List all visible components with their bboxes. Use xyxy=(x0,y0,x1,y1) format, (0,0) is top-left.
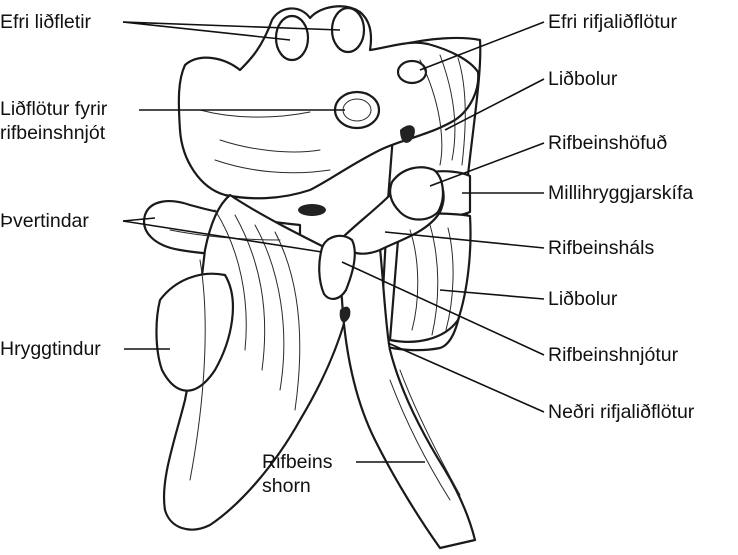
label-rifbeinshofud: Rifbeinshöfuð xyxy=(548,132,668,154)
label-rifbeinshnjotur: Rifbeinshnjótur xyxy=(548,344,679,366)
label-millihryggjarskifa: Millihryggjarskífa xyxy=(548,182,694,204)
label-efri-lidfletir: Efri liðfletir xyxy=(0,11,92,33)
label-lidflotur-fyrir-rifbeinshnjot: Liðflötur fyrir rifbeinshnjót xyxy=(0,97,107,145)
leader-lines xyxy=(122,21,545,463)
label-lidflotur-line2: rifbeinshnjót xyxy=(0,122,106,144)
rib-head xyxy=(389,166,444,221)
label-nedri-rifjalidflotur: Neðri rifjaliðflötur xyxy=(548,401,695,423)
label-rifbeinshals: Rifbeinsháls xyxy=(548,237,655,259)
label-efri-rifjalidflotur: Efri rifjaliðflötur xyxy=(548,11,677,33)
label-rifbeinshorn-line1: Rifbeins xyxy=(262,451,333,473)
label-rifbeinshorn-line2: shorn xyxy=(262,475,311,497)
rib-shaft xyxy=(333,234,477,550)
label-lidbolur-lower: Liðbolur xyxy=(548,288,618,310)
label-lidbolur-upper: Liðbolur xyxy=(548,68,618,90)
shadow-lower xyxy=(339,306,351,323)
shading-lines xyxy=(169,54,466,501)
inferior-articular xyxy=(155,272,235,392)
rib-tubercle xyxy=(318,234,356,300)
label-lidflotur-line1: Liðflötur fyrir xyxy=(0,98,108,120)
shadow-foramen xyxy=(298,204,326,216)
superior-facet-left xyxy=(274,14,310,62)
shadow-notch xyxy=(400,125,415,143)
vertebral-arch-upper xyxy=(177,5,480,200)
label-thvertindar: Þvertindar xyxy=(0,210,89,232)
label-hryggtindur: Hryggtindur xyxy=(0,338,101,360)
label-rifbeinshorn: Rifbeins shorn xyxy=(262,450,332,498)
